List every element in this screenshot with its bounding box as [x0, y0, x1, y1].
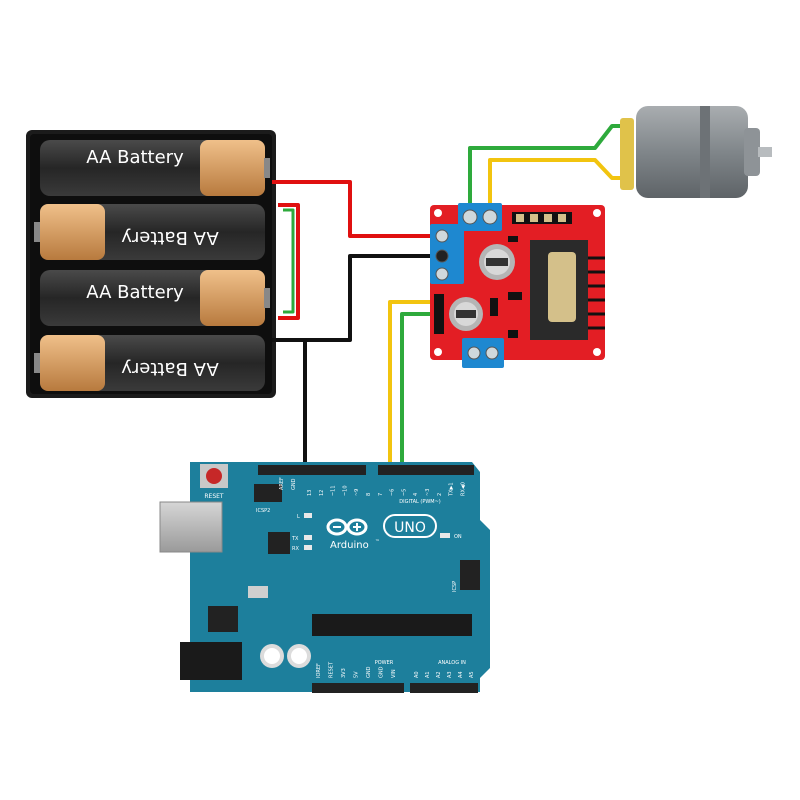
analog-header — [410, 683, 478, 693]
analog-label: ANALOG IN — [438, 660, 466, 666]
gnd-label: GND — [291, 478, 297, 490]
power-jack — [180, 642, 242, 680]
power-pin-label: GND — [366, 666, 372, 678]
atmega-chip — [312, 614, 472, 636]
led-rx-label: RX — [292, 546, 299, 552]
uno-label: UNO — [394, 520, 426, 536]
led-l — [304, 513, 312, 518]
led-rx — [304, 545, 312, 550]
led-l-label: L — [297, 514, 300, 520]
battery-cell-2: AA Battery — [34, 204, 265, 260]
digital-pin-label: ~11 — [331, 485, 337, 496]
wire-red-jumper — [278, 203, 300, 320]
crystal — [248, 586, 268, 598]
analog-pin-label: A2 — [436, 671, 442, 678]
icsp2-header — [254, 484, 282, 502]
wire-red — [272, 180, 437, 238]
led-on — [440, 533, 450, 538]
arduino-label: Arduino — [330, 540, 369, 551]
analog-pin-labels: A0 A1 A2 A3 A4 A5 — [414, 671, 475, 678]
battery-holder: AA Battery AA Battery AA Battery AA Batt… — [26, 130, 276, 398]
analog-pin-label: A1 — [425, 671, 431, 678]
icsp-header — [460, 560, 480, 590]
digital-pin-label: 12 — [319, 490, 325, 496]
wire-green-jumper — [283, 208, 295, 314]
usb-connector — [159, 501, 223, 553]
jumper-header — [512, 212, 572, 224]
analog-pin-label: A4 — [458, 671, 464, 678]
power-pin-label: IOREF — [316, 663, 322, 678]
usb-chip — [268, 532, 290, 554]
battery-cell-1: AA Battery — [40, 140, 270, 196]
icsp-label: ICSP — [452, 581, 458, 592]
trademark: ™ — [375, 539, 380, 545]
led-tx — [304, 535, 312, 540]
wire-green-motor — [468, 124, 628, 212]
digital-label: DIGITAL (PWM~) — [399, 499, 441, 505]
battery-label-1: AA Battery — [86, 147, 184, 168]
power-pin-label: RESET — [329, 661, 335, 678]
digital-pin-label: ~5 — [401, 489, 407, 496]
power-pin-label: GND — [379, 666, 385, 678]
power-header — [312, 683, 404, 693]
dc-motor — [620, 106, 772, 198]
analog-pin-label: A0 — [414, 671, 420, 678]
battery-label-3: AA Battery — [86, 282, 184, 303]
top-header-right — [378, 465, 474, 475]
heatsink — [530, 240, 605, 340]
digital-pin-label: TX▶1 — [449, 482, 455, 497]
analog-pin-label: A5 — [469, 671, 475, 678]
digital-pin-label: ~10 — [342, 485, 348, 496]
digital-pin-label: 7 — [378, 493, 384, 496]
wires — [272, 124, 628, 470]
input-header — [434, 294, 444, 334]
wire-black-battery — [272, 254, 437, 342]
digital-pin-label: 2 — [437, 493, 443, 496]
regulator — [208, 606, 238, 632]
wire-green-signal — [400, 312, 440, 470]
icsp2-label: ICSP2 — [256, 508, 270, 514]
capacitor-small — [449, 297, 483, 331]
battery-cell-4: AA Battery — [34, 335, 265, 391]
top-header-left — [258, 465, 366, 475]
digital-pin-label: 13 — [307, 490, 313, 496]
digital-pin-label: ~6 — [390, 489, 396, 496]
battery-label-2: AA Battery — [121, 227, 219, 248]
digital-pin-label: ~9 — [354, 489, 360, 496]
wire-yellow-motor — [488, 158, 628, 212]
motor-b-terminal-block — [462, 338, 504, 368]
motor-terminal-block — [458, 203, 502, 231]
power-pin-label: 3V3 — [341, 668, 347, 678]
led-tx-label: TX — [291, 536, 299, 542]
capacitor-large — [479, 244, 515, 280]
on-label: ON — [454, 534, 462, 540]
battery-cell-3: AA Battery — [40, 270, 270, 326]
power-label: POWER — [375, 660, 394, 666]
digital-pin-label: RX◀0 — [460, 482, 466, 496]
battery-label-4: AA Battery — [121, 358, 219, 379]
aref-label: AREF — [279, 477, 285, 490]
reset-button: RESET — [200, 464, 228, 500]
power-pin-labels: IOREF RESET 3V3 5V GND GND VIN — [316, 661, 397, 678]
arduino-logo: UNO Arduino ™ — [326, 514, 437, 551]
analog-pin-label: A3 — [447, 671, 453, 678]
l298n-driver — [430, 203, 605, 368]
wire-black-arduino — [300, 338, 307, 470]
digital-pin-label: ~3 — [425, 489, 431, 496]
digital-pin-label: 4 — [413, 493, 419, 496]
digital-pin-labels: 13 12 ~11 ~10 ~9 8 7 ~6 ~5 4 ~3 2 TX▶1 RX◀0 — [307, 482, 466, 497]
power-terminal-block — [430, 224, 464, 284]
reset-label: RESET — [204, 493, 224, 500]
wire-yellow-signal — [388, 300, 440, 470]
board-capacitors — [260, 644, 311, 668]
power-pin-label: VIN — [391, 669, 397, 678]
power-pin-label: 5V — [354, 671, 360, 678]
digital-pin-label: 8 — [366, 493, 372, 496]
